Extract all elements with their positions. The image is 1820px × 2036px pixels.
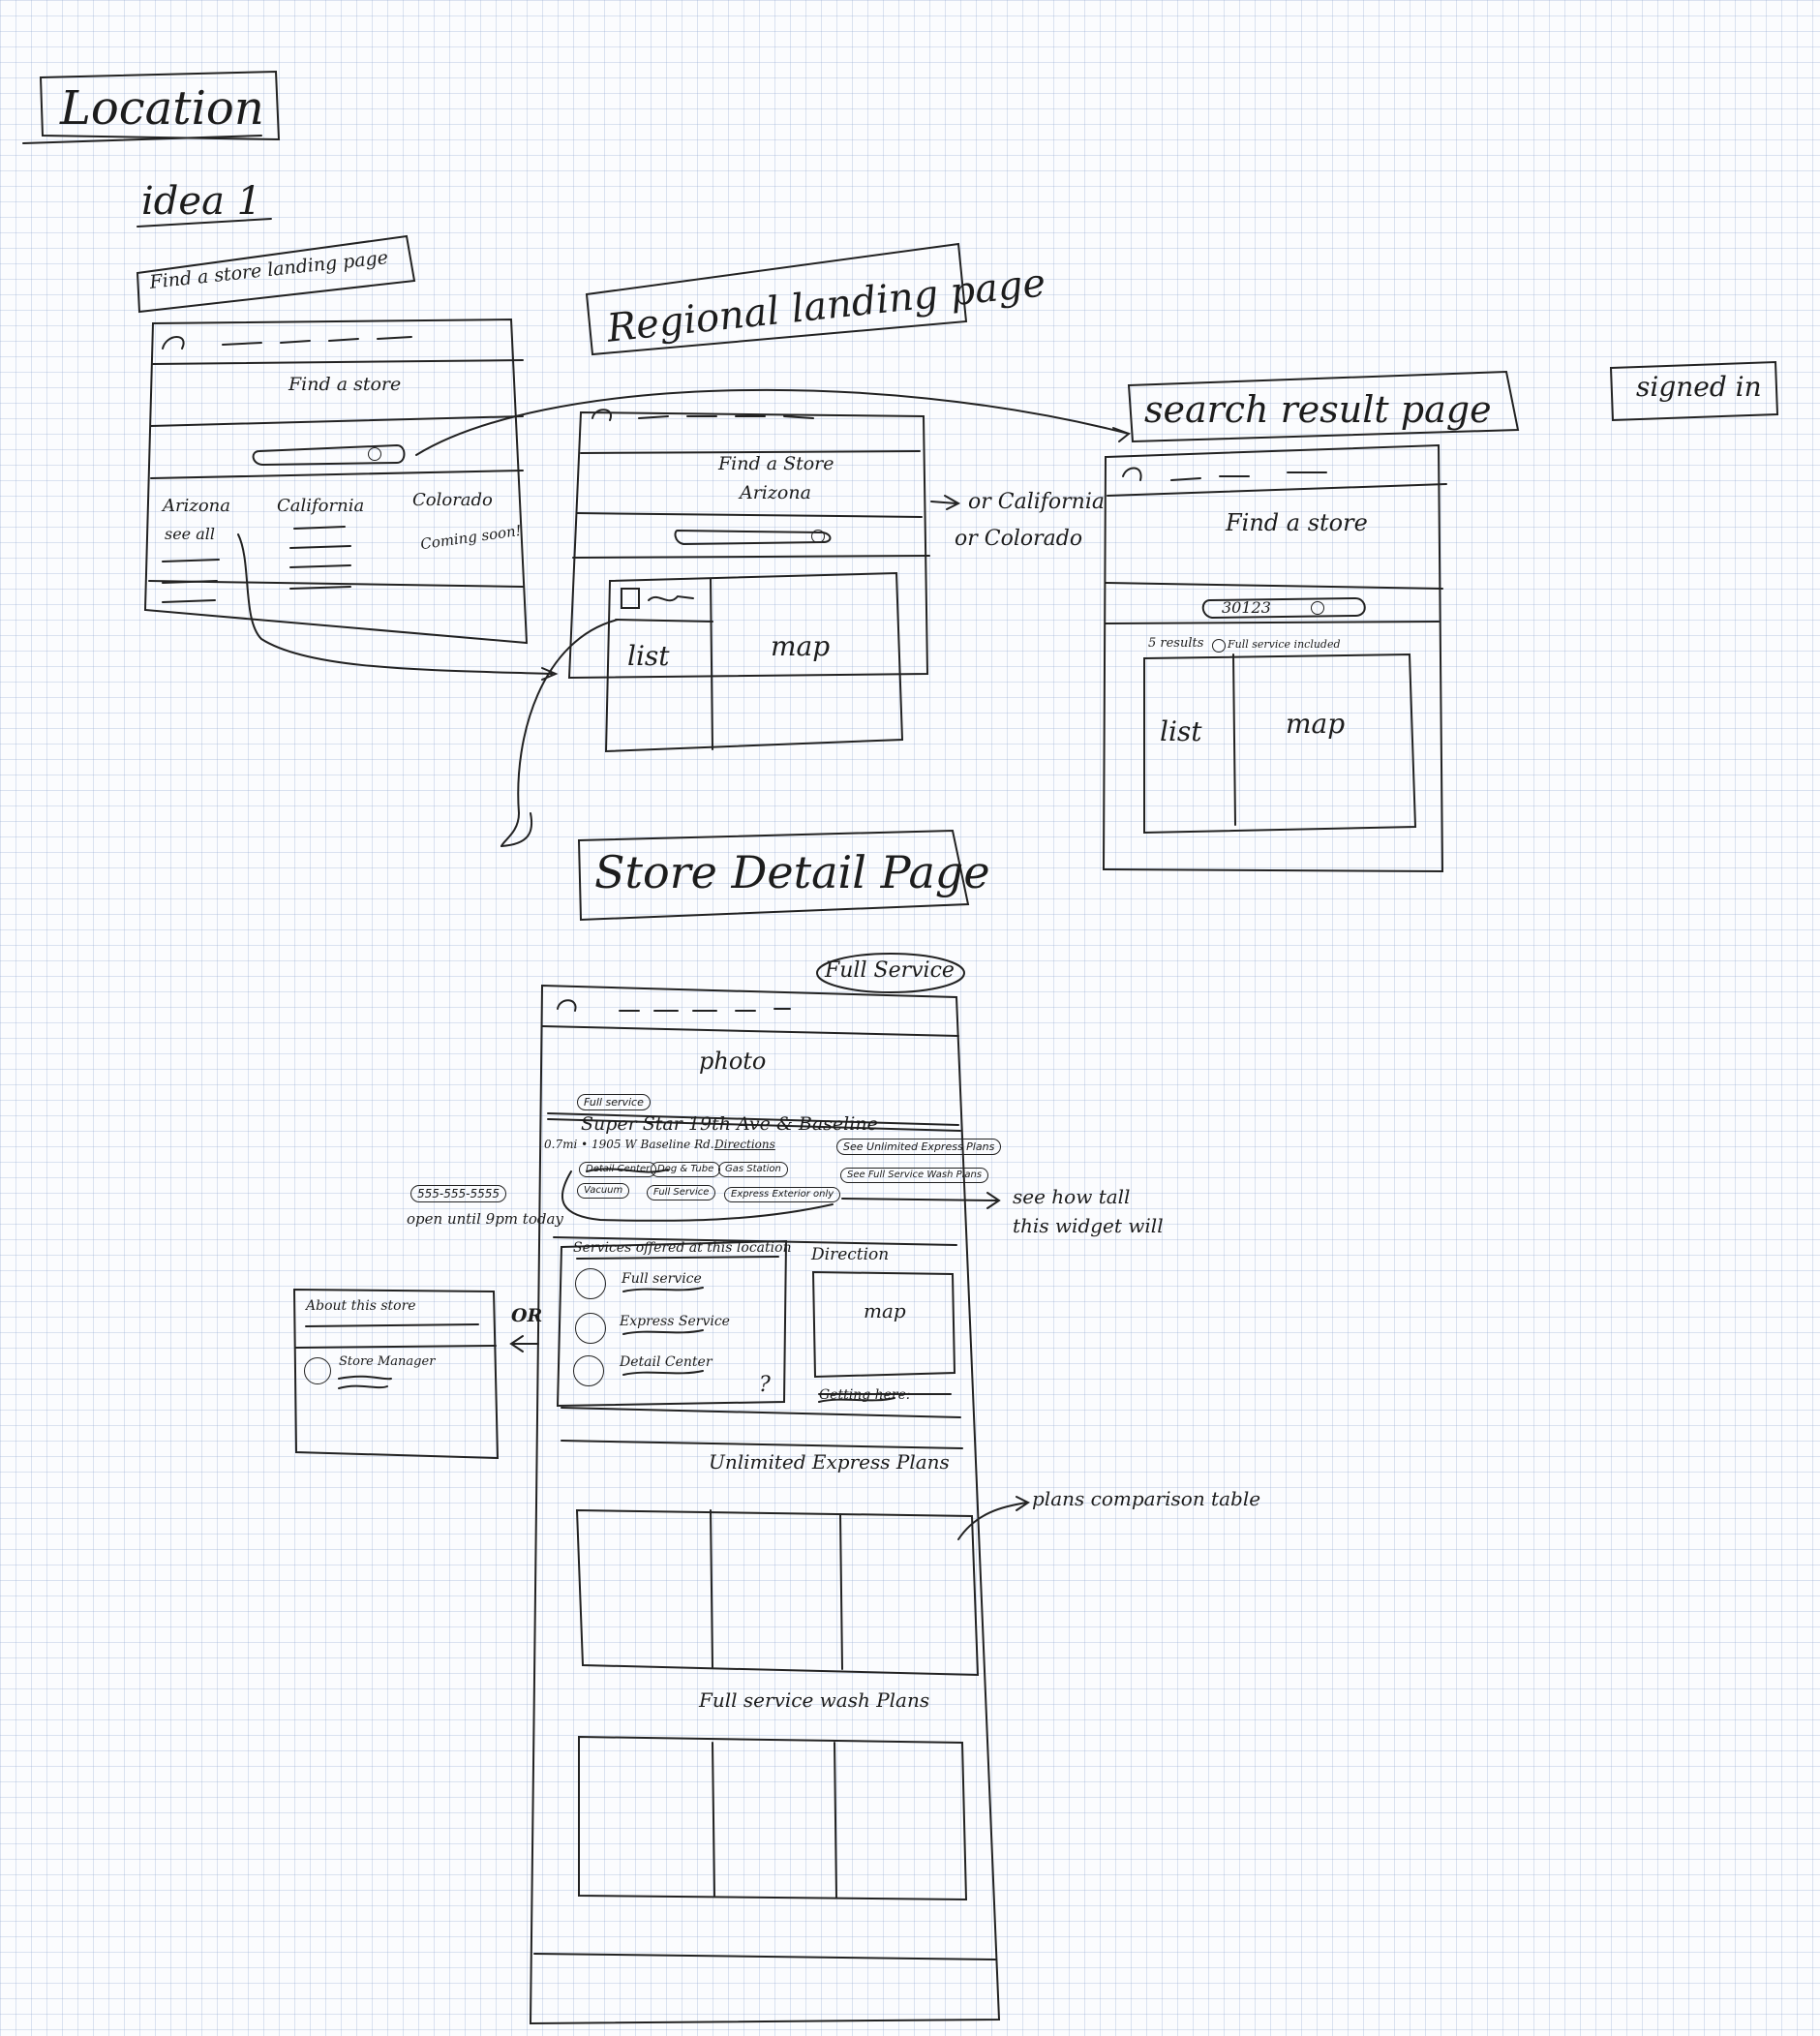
directions-link[interactable]: Directions bbox=[714, 1138, 775, 1151]
amenity-express-exterior: Express Exterior only bbox=[724, 1187, 841, 1202]
direction-map-label: map bbox=[864, 1299, 906, 1322]
getting-here: Getting here: bbox=[819, 1387, 911, 1403]
region-california[interactable]: California bbox=[277, 496, 365, 516]
results-filter[interactable]: Full service included bbox=[1228, 638, 1341, 651]
search-results-heading: Find a store bbox=[1226, 509, 1368, 536]
service-detail-center: Detail Center bbox=[620, 1354, 713, 1370]
services-help[interactable]: ? bbox=[759, 1373, 771, 1397]
detail-photo: photo bbox=[699, 1048, 767, 1075]
table-note: plans comparison table bbox=[1032, 1487, 1261, 1510]
search-map-label: map bbox=[1286, 708, 1346, 740]
full-service-icon bbox=[575, 1268, 606, 1299]
express-service-icon bbox=[575, 1313, 606, 1344]
express-plans-heading: Unlimited Express Plans bbox=[709, 1450, 950, 1474]
regional-list-label: list bbox=[627, 640, 670, 672]
search-query[interactable]: 30123 bbox=[1222, 598, 1271, 617]
store-name: Super Star 19th Ave & Baseline bbox=[581, 1113, 878, 1135]
region-arizona[interactable]: Arizona bbox=[163, 496, 231, 516]
regional-note-1: or California bbox=[968, 490, 1106, 514]
full-plans-heading: Full service wash Plans bbox=[699, 1688, 930, 1712]
widget-note-2: this widget will bbox=[1013, 1214, 1164, 1237]
direction-heading: Direction bbox=[811, 1245, 890, 1264]
about-heading: About this store bbox=[306, 1298, 416, 1314]
services-heading: Services offered at this location bbox=[573, 1240, 792, 1256]
regional-note-2: or Colorado bbox=[955, 527, 1083, 551]
results-count: 5 results bbox=[1148, 636, 1204, 651]
page-subtitle: idea 1 bbox=[141, 179, 262, 224]
signed-in-label: signed in bbox=[1636, 371, 1762, 403]
filter-check-icon[interactable] bbox=[1212, 639, 1226, 653]
store-address: 0.7mi • 1905 W Baseline Rd. bbox=[544, 1138, 714, 1151]
amenity-full-service: Full Service bbox=[647, 1185, 716, 1200]
see-full-service-plans-button[interactable]: See Full Service Wash Plans bbox=[840, 1168, 989, 1183]
search-results-label: search result page bbox=[1144, 388, 1492, 431]
phone-number[interactable]: 555-555-5555 bbox=[410, 1185, 507, 1202]
see-express-plans-button[interactable]: See Unlimited Express Plans bbox=[836, 1139, 1002, 1155]
amenity-gas-station: Gas Station bbox=[718, 1162, 788, 1177]
or-label: OR bbox=[511, 1305, 543, 1326]
region-arizona-link[interactable]: see all bbox=[165, 525, 216, 543]
service-full: Full service bbox=[622, 1271, 702, 1287]
detail-center-icon bbox=[573, 1355, 604, 1386]
regional-heading: Find a Store bbox=[718, 453, 834, 474]
amenity-detail-center: Detail Center bbox=[579, 1162, 657, 1177]
landing-heading: Find a store bbox=[288, 374, 402, 395]
service-express: Express Service bbox=[620, 1314, 730, 1329]
detail-label: Store Detail Page bbox=[594, 846, 990, 898]
region-colorado[interactable]: Colorado bbox=[412, 490, 493, 510]
search-icon[interactable] bbox=[368, 447, 381, 461]
store-manager: Store Manager bbox=[339, 1354, 436, 1369]
search-list-label: list bbox=[1160, 715, 1202, 747]
page-title: Location bbox=[60, 81, 264, 136]
regional-search-icon[interactable] bbox=[811, 530, 825, 543]
detail-variant: Full Service bbox=[825, 958, 955, 983]
regional-map-label: map bbox=[771, 630, 831, 662]
store-hours[interactable]: open until 9pm today bbox=[407, 1210, 563, 1228]
regional-region: Arizona bbox=[740, 482, 811, 503]
manager-avatar bbox=[304, 1357, 331, 1384]
amenity-vacuum: Vacuum bbox=[577, 1183, 630, 1199]
full-service-badge: Full service bbox=[577, 1094, 651, 1110]
widget-note-1: see how tall bbox=[1013, 1185, 1131, 1208]
amenity-dog-tube: Dog & Tube bbox=[651, 1162, 721, 1177]
search-results-search-icon[interactable] bbox=[1311, 601, 1324, 615]
